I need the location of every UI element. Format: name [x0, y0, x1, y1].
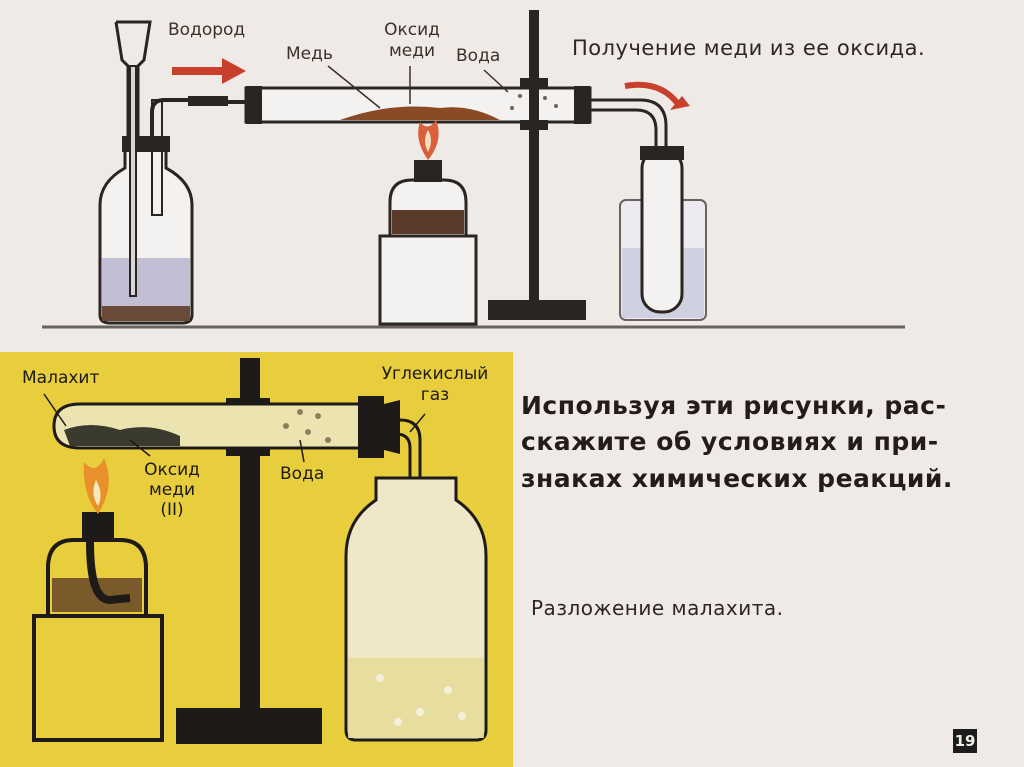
label-copper-oxide-bottom: Оксид меди (II) [132, 462, 212, 519]
label-oxide-line2: меди [388, 41, 436, 61]
alcohol-lamp-top [378, 120, 478, 326]
label-co2-line1: Углекислый [381, 364, 489, 384]
label-hydrogen: Водород [168, 20, 246, 40]
label-water-top: Вода [456, 46, 501, 66]
ring-stand-top [488, 10, 586, 320]
label-oxide-line1: Оксид [384, 20, 440, 40]
question-line-2: скажите об условиях и при- [521, 427, 939, 457]
malachite-tube [52, 396, 400, 458]
page-number: 19 [953, 729, 977, 753]
hydrogen-generator-bottle [98, 20, 194, 325]
outlet-tube [590, 98, 668, 300]
gas-arrow [624, 81, 681, 106]
label-copper-oxide-top: Оксид меди [372, 22, 452, 60]
label-water-bottom: Вода [280, 464, 325, 484]
label-copper: Медь [286, 44, 333, 64]
rubber-connector [188, 96, 228, 106]
label-co2-line2: газ [420, 385, 450, 405]
question-line-1: Используя эти рисунки, рас- [521, 391, 947, 420]
limewater-bottle [344, 476, 488, 742]
question-line-3: знаках химических реакций. [521, 463, 953, 493]
alcohol-lamp-bottom [32, 458, 164, 742]
label-oxide-bottom-line1: Оксид [144, 460, 200, 480]
label-oxide-bottom-line3: (II) [160, 500, 184, 520]
label-oxide-bottom-line2: меди [148, 480, 196, 500]
bottom-panel-caption: Разложение малахита. [531, 596, 784, 620]
label-co2: Углекислый газ [370, 366, 500, 404]
label-malachite: Малахит [22, 368, 100, 388]
top-panel-title: Получение меди из ее оксида. [572, 36, 926, 60]
question-text: Используя эти рисунки, рас- скажите об у… [521, 388, 991, 497]
collection-beaker [619, 146, 707, 321]
hydrogen-arrow [172, 58, 246, 84]
